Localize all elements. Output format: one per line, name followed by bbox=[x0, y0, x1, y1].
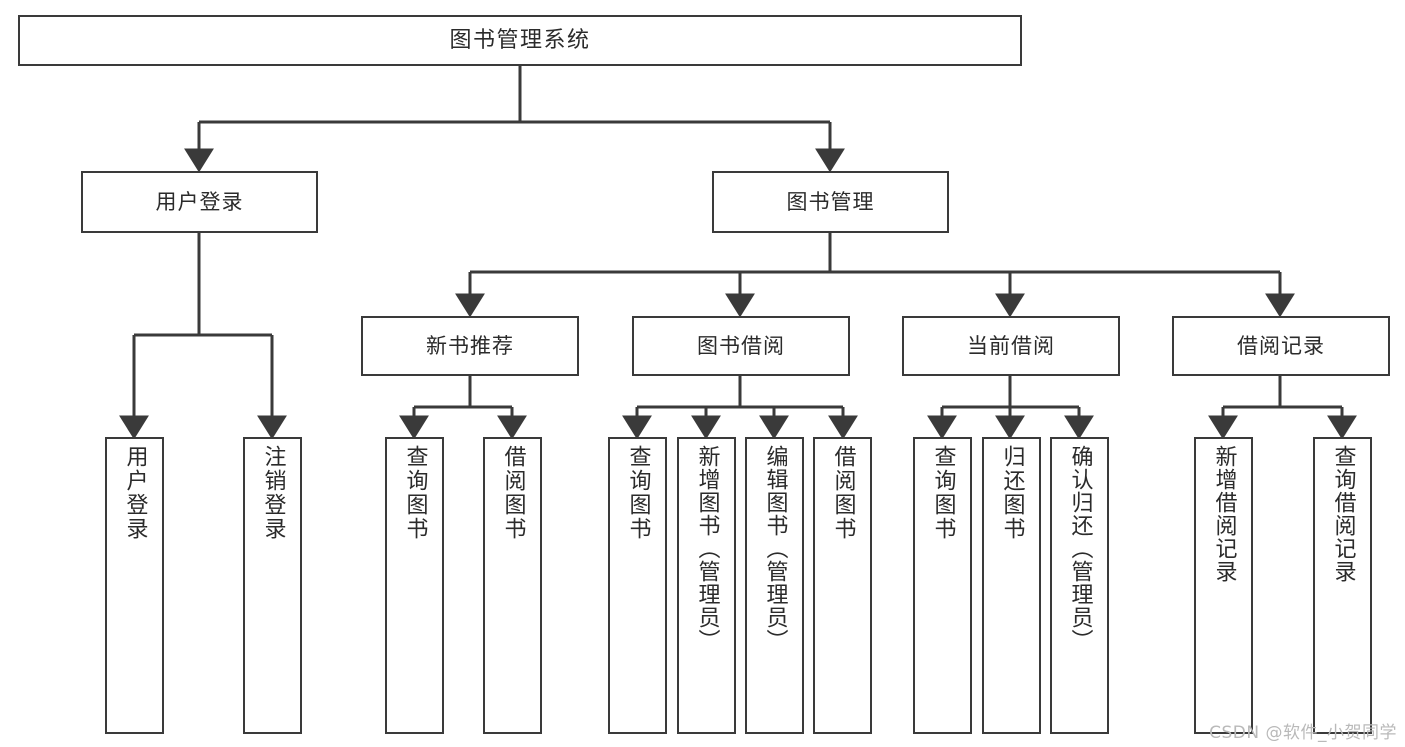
watermark: CSDN @软件_小贺同学 bbox=[1209, 723, 1397, 743]
node-new-book-recommend[interactable]: 新书推荐 bbox=[361, 316, 579, 376]
node-current-borrow[interactable]: 当前借阅 bbox=[902, 316, 1120, 376]
node-label: 新增借阅记录 bbox=[1211, 445, 1237, 583]
node-label: 图书管理系统 bbox=[449, 27, 591, 53]
node-root-system[interactable]: 图书管理系统 bbox=[18, 15, 1022, 66]
node-leaf-edit-book-admin[interactable]: 编辑图书（管理员） bbox=[745, 437, 804, 734]
node-label: 借阅图书 bbox=[830, 445, 856, 541]
node-label: 注销登录 bbox=[260, 445, 286, 541]
node-leaf-confirm-return-admin[interactable]: 确认归还（管理员） bbox=[1050, 437, 1109, 734]
node-label: 确认归还（管理员） bbox=[1067, 445, 1093, 652]
node-label: 借阅图书 bbox=[500, 445, 526, 541]
node-label: 新增图书（管理员） bbox=[694, 445, 720, 652]
node-leaf-user-login[interactable]: 用户登录 bbox=[105, 437, 164, 734]
node-label: 图书管理 bbox=[786, 189, 875, 214]
node-leaf-borrow-book-recommend[interactable]: 借阅图书 bbox=[483, 437, 542, 734]
node-label: 用户登录 bbox=[155, 189, 244, 214]
node-label: 新书推荐 bbox=[426, 333, 514, 358]
node-leaf-query-book-current[interactable]: 查询图书 bbox=[913, 437, 972, 734]
node-label: 当前借阅 bbox=[967, 333, 1055, 358]
node-leaf-query-borrow-record[interactable]: 查询借阅记录 bbox=[1313, 437, 1372, 734]
node-label: 图书借阅 bbox=[697, 333, 785, 358]
node-borrow-record[interactable]: 借阅记录 bbox=[1172, 316, 1390, 376]
node-label: 归还图书 bbox=[999, 445, 1025, 541]
node-label: 查询图书 bbox=[625, 445, 651, 541]
node-leaf-add-borrow-record[interactable]: 新增借阅记录 bbox=[1194, 437, 1253, 734]
node-leaf-logout[interactable]: 注销登录 bbox=[243, 437, 302, 734]
node-leaf-return-book[interactable]: 归还图书 bbox=[982, 437, 1041, 734]
node-book-management[interactable]: 图书管理 bbox=[712, 171, 949, 233]
node-label: 用户登录 bbox=[122, 445, 148, 541]
node-book-borrow[interactable]: 图书借阅 bbox=[632, 316, 850, 376]
node-label: 借阅记录 bbox=[1237, 333, 1325, 358]
node-label: 查询图书 bbox=[402, 445, 428, 541]
node-leaf-query-book-recommend[interactable]: 查询图书 bbox=[385, 437, 444, 734]
node-leaf-borrow-book[interactable]: 借阅图书 bbox=[813, 437, 872, 734]
node-user-login[interactable]: 用户登录 bbox=[81, 171, 318, 233]
node-label: 查询图书 bbox=[930, 445, 956, 541]
node-label: 查询借阅记录 bbox=[1330, 445, 1356, 583]
node-label: 编辑图书（管理员） bbox=[762, 445, 788, 652]
node-leaf-add-book-admin[interactable]: 新增图书（管理员） bbox=[677, 437, 736, 734]
node-leaf-query-book-borrow[interactable]: 查询图书 bbox=[608, 437, 667, 734]
